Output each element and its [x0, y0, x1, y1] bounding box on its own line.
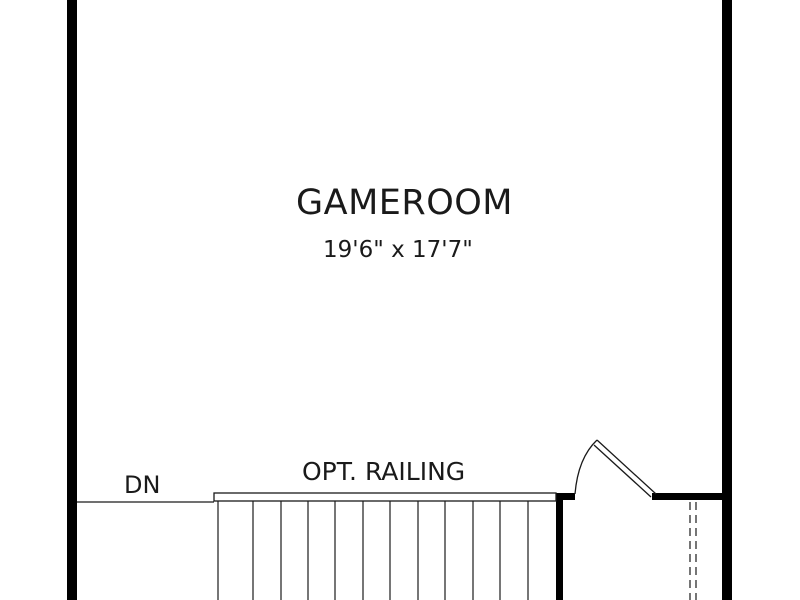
closet-wall-left — [556, 493, 563, 600]
door-leaf-outer — [596, 439, 657, 495]
left-wall — [67, 0, 77, 600]
closet-door — [574, 439, 657, 498]
closet-shelf — [689, 502, 697, 600]
stair-treads — [217, 501, 529, 600]
stairs-direction-label: DN — [124, 471, 161, 499]
opt-railing — [213, 492, 557, 502]
door-swing-arc — [574, 439, 598, 495]
railing-label: OPT. RAILING — [302, 457, 466, 486]
closet-wall-left-top — [556, 493, 575, 500]
closet-wall-right-top — [652, 493, 724, 500]
room-name: GAMEROOM — [296, 183, 513, 223]
room-dimensions: 19'6" x 17'7" — [323, 237, 473, 263]
right-wall — [722, 0, 732, 600]
door-leaf-inner — [593, 444, 652, 498]
